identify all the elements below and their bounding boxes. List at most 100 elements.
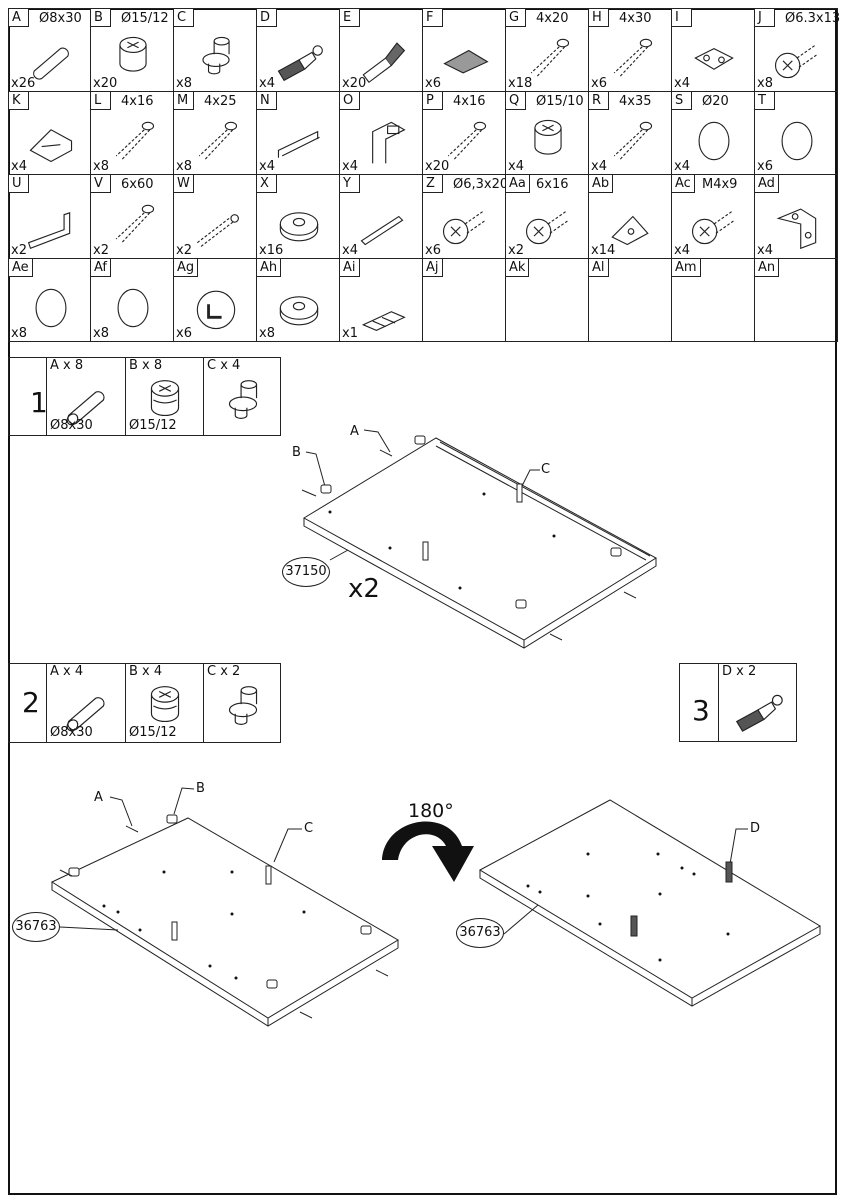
part-code: X <box>257 175 277 193</box>
part-size: 4x20 <box>536 11 569 26</box>
flat-screw-icon <box>691 210 735 245</box>
callout-b: B <box>292 445 301 460</box>
part-code: N <box>257 91 277 110</box>
cover-cap-icon <box>196 290 236 329</box>
screw-icon <box>613 121 653 160</box>
part-quantity: x2 <box>508 242 524 258</box>
rotation-label: 180° <box>408 800 454 822</box>
part-quantity: x4 <box>259 159 275 174</box>
part-quantity: x8 <box>93 159 109 174</box>
item-label: D x 2 <box>722 664 757 679</box>
cap-icon <box>117 288 149 327</box>
part-size: Ø8x30 <box>39 11 82 26</box>
part-quantity: x4 <box>591 159 607 174</box>
part-code: F <box>423 9 443 27</box>
step-number: 2 <box>22 686 40 719</box>
step-2-item-c: C x 2 <box>203 664 282 742</box>
part-quantity: x6 <box>591 75 607 91</box>
cap-icon <box>698 121 730 160</box>
callout-c: C <box>304 821 314 836</box>
angle-bracket-icon <box>776 208 817 250</box>
part-size: 6x16 <box>536 177 569 192</box>
part-code: T <box>755 91 775 110</box>
step-3-box: 3 D x 2 <box>679 663 797 742</box>
part-quantity: x8 <box>11 326 27 341</box>
part-cell-am: Am <box>672 258 755 342</box>
callout-d: D <box>750 821 761 836</box>
connector-bolt-icon <box>277 45 323 82</box>
part-quantity: x2 <box>93 242 109 258</box>
step-number: 1 <box>30 386 48 419</box>
cam-bolt-icon <box>202 36 230 75</box>
part-code: I <box>672 9 692 27</box>
dowel-icon <box>33 47 69 80</box>
part-code: Ah <box>257 258 282 277</box>
callout-c: C <box>541 462 551 477</box>
part-quantity: x6 <box>757 159 773 174</box>
part-quantity: x20 <box>93 75 118 91</box>
item-label: A x 4 <box>50 664 84 679</box>
part-code: A <box>9 9 29 27</box>
plate-icon <box>443 49 489 74</box>
step-2-box: 2 A x 4 Ø8x30 B x 4 Ø15/12 C x 2 <box>8 663 281 743</box>
part-quantity: x6 <box>176 326 192 341</box>
part-size: Ø15/10 <box>536 93 584 109</box>
drill-holes <box>102 492 730 980</box>
part-code: W <box>174 175 194 193</box>
part-size: 4x35 <box>619 93 652 109</box>
part-code: Ai <box>340 258 360 277</box>
part-quantity: x6 <box>425 75 441 91</box>
fittings <box>59 435 733 1019</box>
part-quantity: x16 <box>259 242 284 258</box>
part-quantity: x4 <box>342 242 358 258</box>
part-quantity: x4 <box>342 159 358 174</box>
part-quantity: x4 <box>259 75 275 91</box>
step-1-item-c: C x 4 <box>203 358 282 435</box>
part-quantity: x8 <box>176 159 192 174</box>
step-1-item-a: A x 8 Ø8x30 <box>46 358 125 435</box>
dowel-icon <box>66 697 105 732</box>
part-code: U <box>9 175 29 193</box>
part-size: Ø15/12 <box>121 11 169 26</box>
part-code: S <box>672 91 692 110</box>
l-bracket-icon <box>27 212 71 249</box>
cam-lock-icon <box>150 686 180 723</box>
part-size: M4x9 <box>702 177 738 192</box>
part-cell-al: Al <box>589 258 672 342</box>
part-size: Ø6.3x13 <box>785 11 841 26</box>
screw-icon <box>198 121 238 160</box>
item-size: Ø8x30 <box>50 418 93 433</box>
step-3-item-d: D x 2 <box>718 664 798 741</box>
flat-screw-icon <box>774 44 818 79</box>
anchor-icon <box>196 214 239 247</box>
callout-a: A <box>94 790 103 805</box>
part-quantity: x4 <box>674 75 690 91</box>
item-label: C x 4 <box>207 358 241 373</box>
part-quantity: x2 <box>11 242 27 258</box>
part-code: M <box>174 91 194 110</box>
part-cell-an: An <box>755 258 838 342</box>
part-code: Q <box>506 91 526 110</box>
connector-bolt-icon <box>735 694 783 732</box>
part-size: Ø20 <box>702 93 729 109</box>
panel-36763-rotated-drawing <box>478 799 821 1007</box>
step-1-item-b: B x 8 Ø15/12 <box>125 358 203 435</box>
part-cell-ak: Ak <box>506 258 589 342</box>
part-quantity: x4 <box>757 242 773 258</box>
part-code: B <box>91 9 111 27</box>
